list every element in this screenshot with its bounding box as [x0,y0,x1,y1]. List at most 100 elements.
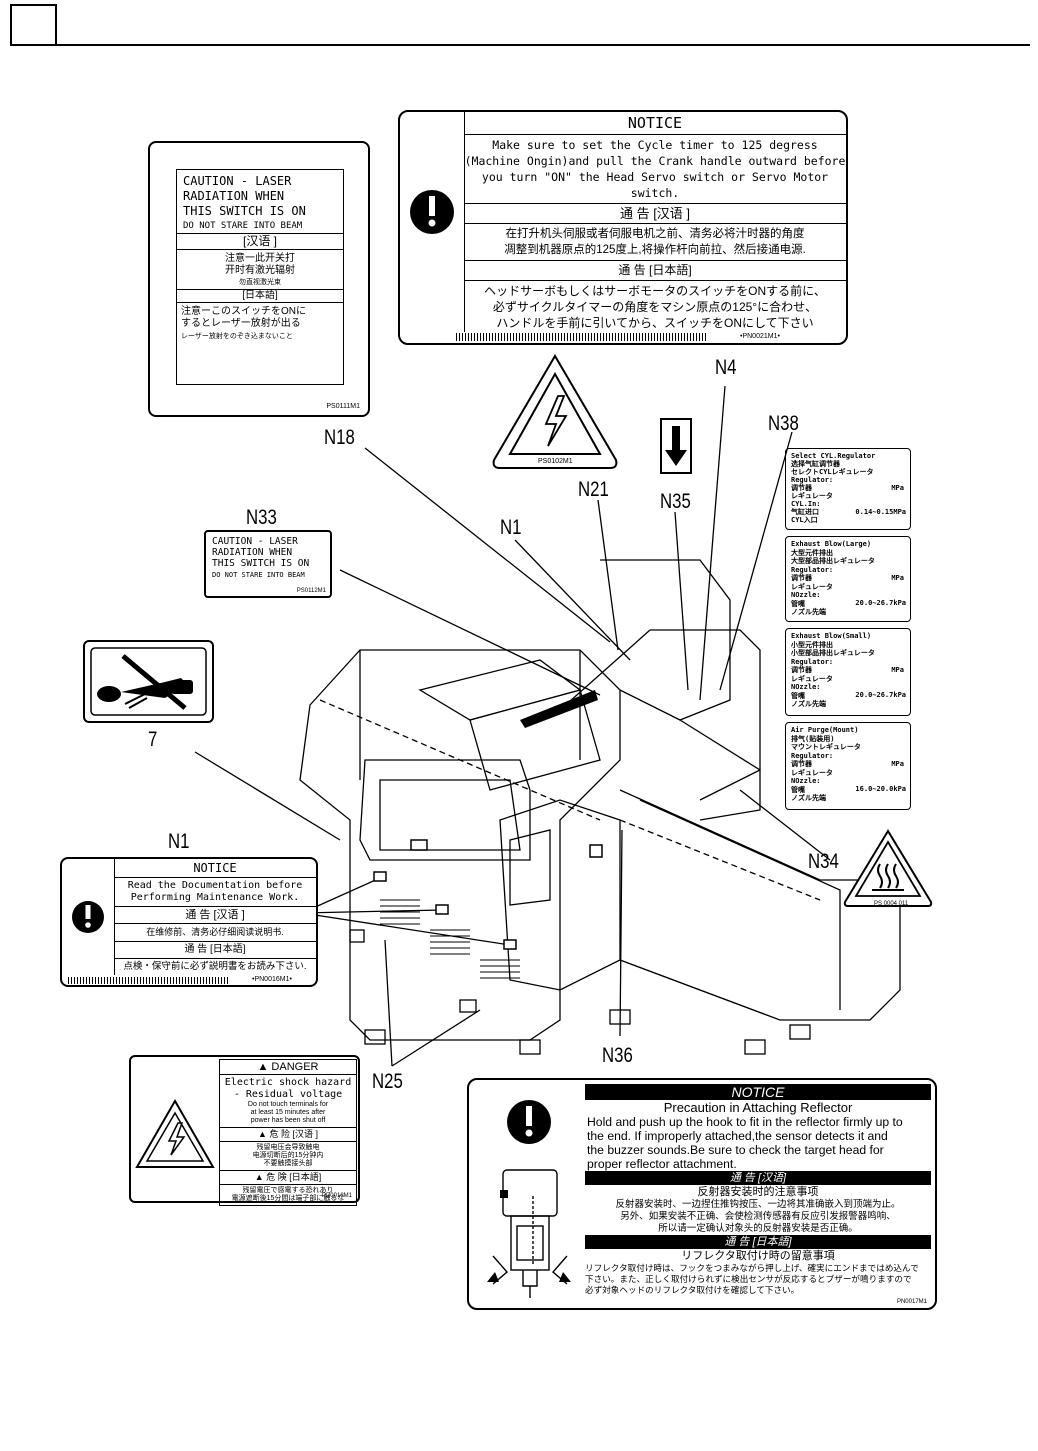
callout-n4: N4 [715,356,737,379]
callout-n1-top: N1 [500,516,522,539]
regulator-label-3: Exhaust Blow(Small) 小型元件排出 小型部品排出レギュレータ … [785,628,911,716]
regulator-2-title: Exhaust Blow(Large) [791,540,872,548]
danger-en-1: Electric shock hazard [224,1077,352,1088]
regulator-3-reg: Regulator: [791,657,834,666]
reflector-zh-3: 所以请一定确认对象头的反射器安装是否正确。 [658,1223,858,1234]
leader-n1b-b [301,909,443,914]
reflector-zh-title: 反射器安装时的注意事项 [697,1186,819,1198]
small-laser-line-1: CAUTION - LASER [212,536,298,547]
regulator-3-nozzle-ja: ノズル先端 [791,700,826,708]
reflector-subtitle: Precaution in Attaching Reflector [663,1100,853,1115]
notice-doc-en-1: Read the Documentation before [127,880,303,891]
reflector-zh-1: 反射器安装时、一边捏住推钩按压、一边将其准确嵌入到顶端为止。 [615,1199,901,1210]
regulator-4-ja: マウントレギュレータ [791,743,861,751]
regulator-4-reg-zh: 调节器 [791,760,812,768]
regulator-1-in-ja: CYL入口 [791,516,818,524]
regulator-2-reg-zh: 调节器 [791,574,812,582]
notice-cycle-en-3: you turn "ON" the Head Servo switch or S… [481,170,829,200]
regulator-1-title: Select CYL.Regulator [791,452,876,460]
regulator-3-ja: 小型部品排出レギュレータ [791,649,875,657]
regulator-4-nozzle: NOzzle: [791,777,821,785]
leader-7 [194,751,341,841]
leader-n18 [364,447,611,643]
danger-code: PD0018M1 [321,1193,352,1199]
callout-n21: N21 [578,478,609,501]
notice-cycle-barcode [456,333,706,341]
reflector-notice-label: NOTICE Precaution in Attaching Reflector… [467,1078,937,1310]
regulator-1-in: CYL.In: [791,500,821,508]
reflector-head-icon [492,1169,568,1298]
arrow-down-icon [665,426,687,466]
leader-n21 [597,499,619,651]
callout-n18: N18 [324,426,355,449]
notice-cycle-ja-2: 必ずサイクルタイマーの角度をマシン原点の125°に合わせ、 [492,300,818,314]
small-laser-label: CAUTION - LASER RADIATION WHEN THIS SWIT… [204,530,332,598]
laser-zh-head: [汉语 ] [177,233,343,249]
danger-ja-head: ▲ 危 険 [日本語] [220,1170,356,1185]
header-rule [10,44,1030,46]
reflector-zh-2: 另外、如果安装不正确、会使检测传感器有反应引发报警器鸣响、 [620,1211,896,1222]
laser-en-sub: DO NOT STARE INTO BEAM [183,221,303,231]
hv-triangle-code: PS0102M1 [538,458,573,465]
reflector-ja-2: 下さい。また、正しく取付けられずに検出センサが反応するとブザーが鳴りますので [585,1274,912,1284]
regulator-4-title: Air Purge(Mount) [791,726,859,734]
notice-cycle-zh-2: 凋整到机器原点的125度上,将操作杆向前拉、然后接通电源. [504,244,806,256]
reflector-en-3: the buzzer sounds.Be sure to check the t… [587,1143,884,1157]
notice-doc-zh-head: 通 告 [汉语 ] [114,906,316,924]
danger-zh-head: ▲ 危 险 [汉语 ] [220,1127,356,1142]
notice-doc-barcode [68,977,228,984]
regulator-4-reg: Regulator: [791,751,834,760]
hot-surface-triangle-label: PS 0004 011 [842,828,934,908]
notice-doc-icon-column [62,859,115,975]
danger-en-sub-3: power has been shut off [250,1117,326,1124]
small-laser-sub: DO NOT STARE INTO BEAM [212,571,305,579]
danger-zh-1: 残留电压会导致触电 [256,1144,320,1151]
regulator-3-title: Exhaust Blow(Small) [791,632,872,640]
laser-en-line-3: THIS SWITCH IS ON [183,204,306,218]
reflector-ja-3: 必ず対象ヘッドのリフレクタ取付けを確認して下さい。 [585,1285,800,1295]
danger-en-sub-2: at least 15 minutes after [250,1109,326,1116]
leader-n1b-c [301,912,511,946]
regulator-2-unit: MPa [891,574,904,582]
callout-n34: N34 [808,850,839,873]
callout-n38: N38 [768,412,799,435]
laser-zh-line-1: 注意一此开关打 [225,253,295,264]
danger-zh-3: 不要触摸接头部 [263,1160,313,1167]
notice-doc-ja-line: 点検・保守前に必ず説明書をお読み下さい. [123,961,307,972]
notice-doc-zh-line: 在维修前、清务必仔细阅读说明书. [114,924,316,942]
leader-n33 [339,569,601,696]
regulator-3-zh: 小型元件排出 [791,640,833,649]
notice-cycle-ja-3: ハンドルを手前に引いてから、スイッチをONにして下さい [496,316,814,330]
laser-ja-sub: レーザー放射をのぞき込まないこと [181,333,293,340]
notice-doc-title: NOTICE [114,859,316,878]
reflector-illustration [473,1086,585,1304]
notice-doc-label: NOTICE Read the Documentation before Per… [60,857,318,987]
danger-label: ▲ DANGER Electric shock hazard - Residua… [129,1055,360,1206]
regulator-3-nozzle-zh: 管嘴 [791,691,805,700]
laser-inner-frame: CAUTION - LASER RADIATION WHEN THIS SWIT… [176,169,344,385]
laser-ja-head: [日本語] [177,289,343,302]
regulator-2-ja: 大型部品排出レギュレータ [791,557,875,565]
callout-n33: N33 [246,506,277,529]
regulator-1-zh: 选择气缸调节器 [791,460,840,468]
reflector-ja-title: リフレクタ取付け時の留意事項 [681,1250,835,1262]
small-laser-line-2: RADIATION WHEN [212,547,293,558]
laser-code: PS0111M1 [326,403,360,410]
reflector-code: PN0017M1 [896,1299,927,1305]
regulator-1-range: 0.14~0.15MPa [855,508,906,516]
notice-cycle-en-2: (Machine Ongin)and pull the Crank handle… [464,154,846,168]
callout-n25: N25 [372,1070,403,1093]
regulator-3-nozzle: NOzzle: [791,683,821,691]
laser-ja-line-1: 注意ーこのスイッチをONに [181,306,306,317]
danger-zh-2: 电源切断后的15分钟内 [252,1152,324,1159]
reflector-zh-head: 通 告 [汉语] [585,1171,931,1185]
regulator-3-unit: MPa [891,666,904,674]
high-voltage-triangle-label: PS0102M1 [490,352,620,472]
danger-title: ▲ DANGER [220,1060,356,1075]
regulator-label-2: Exhaust Blow(Large) 大型元件排出 大型部品排出レギュレータ … [785,536,911,622]
laser-zh-sub: 勿直视激光束 [239,279,281,286]
notice-cycle-label: NOTICE Make sure to set the Cycle timer … [398,110,848,345]
reflector-title: NOTICE [585,1084,931,1100]
prohibit-icon [121,654,187,710]
lightning-icon [544,395,568,447]
